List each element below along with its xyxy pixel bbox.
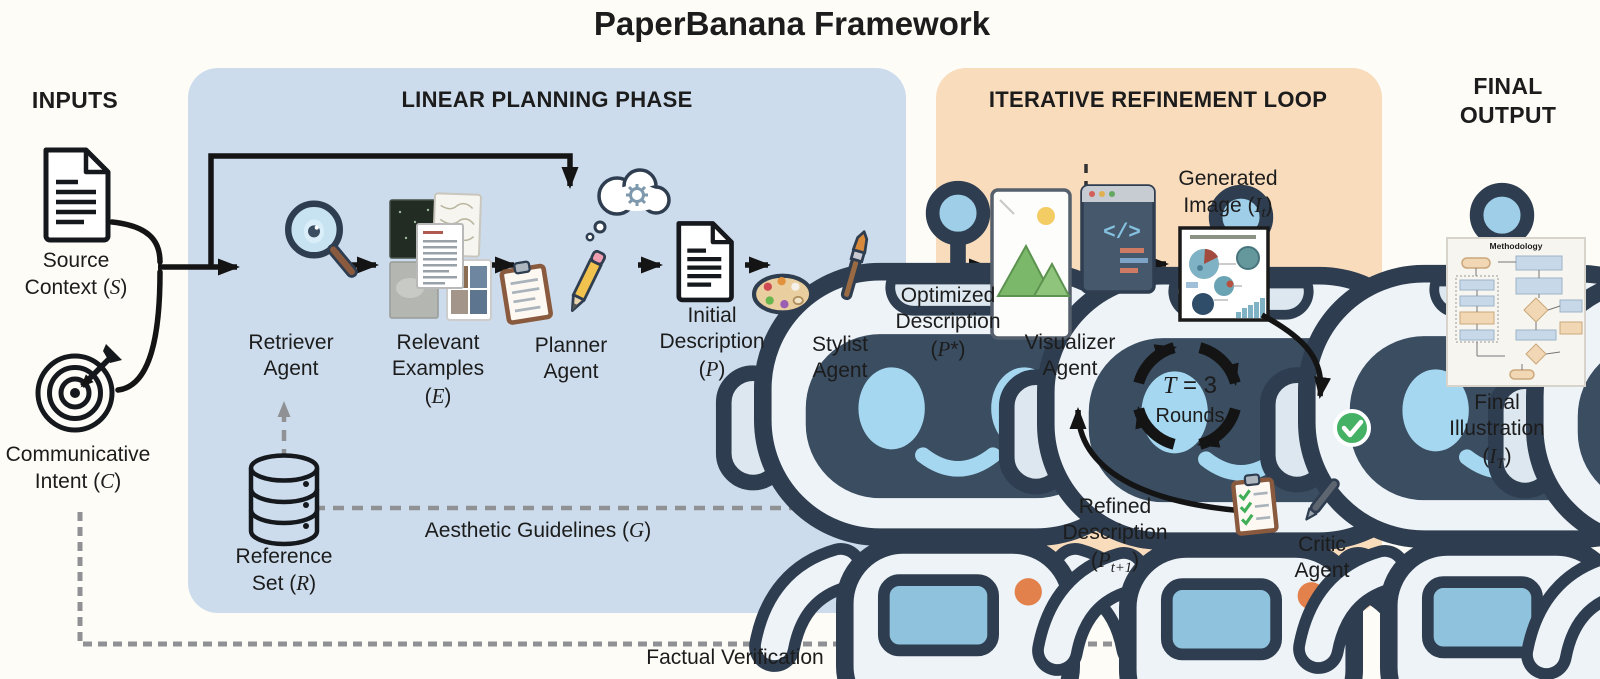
critic-check-badge-icon <box>1333 409 1371 447</box>
visualizer-code-panel-icon: </> <box>1080 184 1156 294</box>
stylist-agent-icon <box>751 190 1600 679</box>
retriever-agent-icon <box>285 188 1192 679</box>
source-context-document-icon <box>43 147 111 243</box>
linear-planning-phase-header: LINEAR PLANNING PHASE <box>401 87 693 112</box>
planner-thought-bubble-icon <box>585 168 671 242</box>
communicative-intent-target-icon <box>35 344 122 433</box>
planner-agent-icon <box>499 192 1475 679</box>
gear-icon <box>626 184 648 206</box>
final-illustration-thumbnail <box>1446 237 1586 387</box>
final-thumbnail-title: Methodology <box>1489 241 1543 251</box>
iteration-loop-arrows-icon <box>1133 342 1241 450</box>
arrow-bypass-to-planner <box>208 153 579 267</box>
arrow-image-to-critic <box>1260 312 1332 399</box>
arrow-critic-to-visualizer <box>1069 407 1259 515</box>
relevant-examples-thumbnails <box>389 192 492 321</box>
page-title: PaperBanana Framework <box>593 5 991 42</box>
reference-set-database-icon <box>248 453 320 547</box>
factual-verification-label: Factual Verification <box>646 646 824 669</box>
code-glyph: </> <box>1103 222 1141 245</box>
critic-agent-icon <box>1231 473 1340 536</box>
iterative-refinement-loop-header: ITERATIVE REFINEMENT LOOP <box>988 87 1328 112</box>
initial-description-document-icon <box>676 221 734 303</box>
visualizer-image-panel-icon <box>990 188 1072 340</box>
generated-image-thumbnail <box>1178 226 1270 322</box>
input-merge-connectors <box>109 219 163 393</box>
inputs-header: INPUTS <box>31 87 119 113</box>
aesthetic-guidelines-label: Aesthetic Guidelines (G) <box>424 518 652 542</box>
